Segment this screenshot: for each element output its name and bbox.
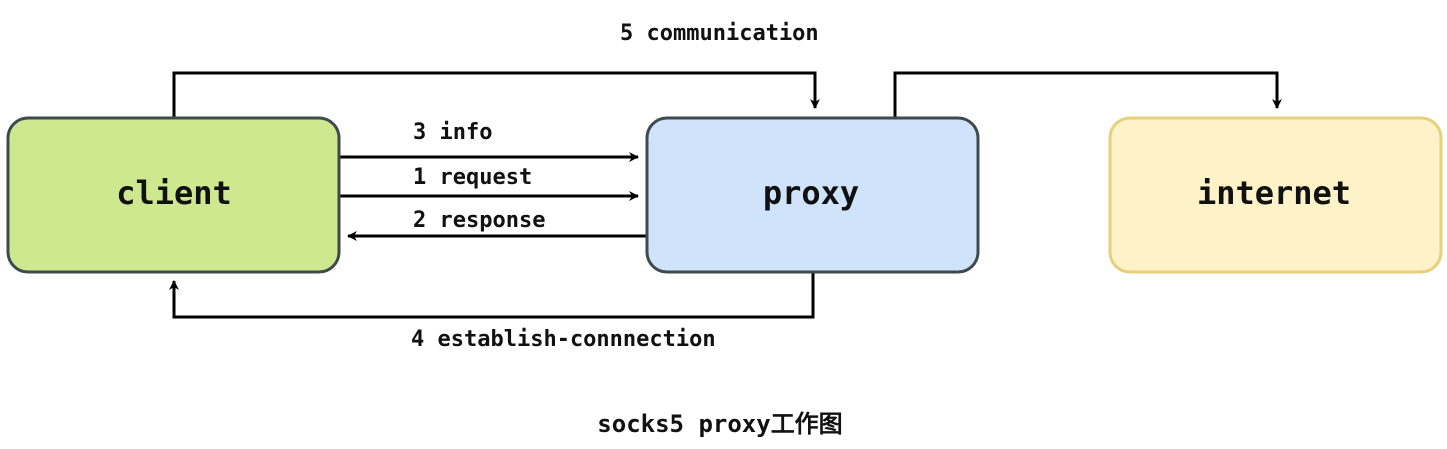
edge-communication-label: 5 communication bbox=[620, 21, 819, 46]
edge-response-label: 2 response bbox=[413, 208, 545, 233]
edge-establish-line bbox=[169, 272, 815, 319]
edge-forward-line bbox=[893, 71, 1282, 117]
node-client-label: client bbox=[116, 174, 232, 212]
edge-info-label: 3 info bbox=[413, 120, 492, 145]
edge-communication-line bbox=[172, 71, 820, 117]
node-proxy-label: proxy bbox=[763, 174, 859, 212]
node-proxy-box bbox=[645, 116, 980, 274]
node-client-box bbox=[6, 116, 341, 274]
diagram-caption: socks5 proxy工作图 bbox=[597, 410, 842, 438]
node-internet-label: internet bbox=[1197, 174, 1351, 212]
edge-request-label: 1 request bbox=[413, 165, 532, 190]
node-internet-box bbox=[1108, 116, 1443, 274]
edge-establish-label: 4 establish-connnection bbox=[411, 327, 716, 352]
